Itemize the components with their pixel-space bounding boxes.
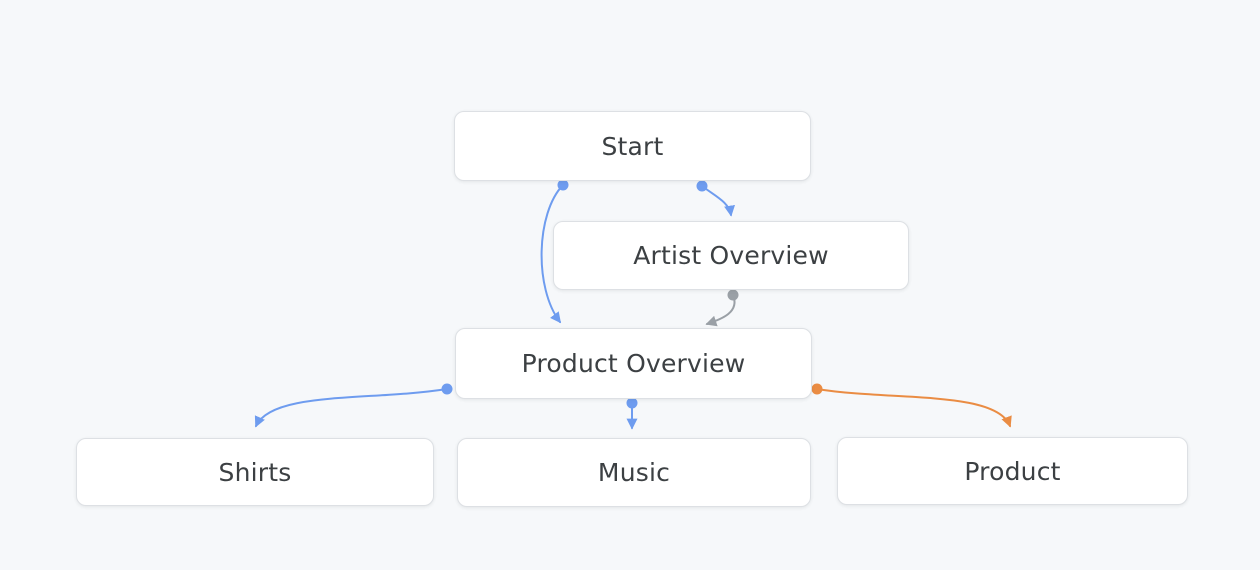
node-label: Start xyxy=(601,131,664,161)
edge-artist-overview-to-product-overview xyxy=(705,294,736,327)
edge-source-dot xyxy=(626,397,638,409)
node-label: Music xyxy=(597,458,671,487)
edge-source-dot xyxy=(557,179,569,191)
node-product-overview[interactable]: Product Overview xyxy=(455,328,812,399)
edge-product-overview-to-product xyxy=(816,388,1012,428)
node-music[interactable]: Music xyxy=(457,438,811,507)
edge-source-dot xyxy=(811,383,823,395)
edge-product-overview-to-shirts xyxy=(254,388,448,428)
node-label: Shirts xyxy=(218,457,292,487)
node-shirts[interactable]: Shirts xyxy=(76,438,434,506)
node-artist-overview[interactable]: Artist Overview xyxy=(553,221,909,290)
node-label: Artist Overview xyxy=(633,241,829,270)
edge-source-dot xyxy=(727,289,739,301)
node-start[interactable]: Start xyxy=(454,111,811,181)
edge-start-to-artist-overview xyxy=(701,185,736,217)
node-label: Product Overview xyxy=(521,349,746,378)
edge-source-dot xyxy=(441,383,453,395)
node-product[interactable]: Product xyxy=(837,437,1188,505)
node-label: Product xyxy=(964,456,1061,486)
edge-source-dot xyxy=(696,180,708,192)
